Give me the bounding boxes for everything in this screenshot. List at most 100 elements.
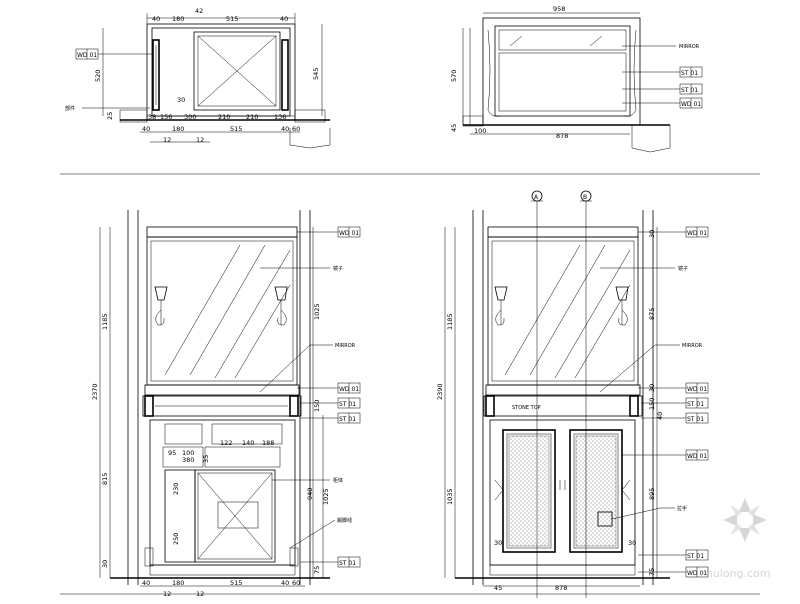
- bottom-right-elevation: A B STONE TOP: [436, 190, 709, 598]
- bottom-right-tag-5: ST 01: [687, 553, 704, 560]
- top-left-tag-wd: WD 01: [77, 52, 97, 59]
- bottom-left-inner-8: 380: [182, 456, 194, 464]
- top-left-dim-bot2-1: 180: [172, 125, 184, 133]
- bottom-left-tag-4: ST 01: [339, 560, 356, 567]
- top-left-dim-bot-2: 300: [184, 113, 196, 121]
- top-left-note: 部件: [65, 105, 75, 112]
- top-left-dim-left-low: 25: [106, 112, 114, 120]
- bottom-left-sconce-left: [154, 286, 168, 326]
- bottom-right-note-mirror: 镜子: [678, 265, 688, 272]
- top-left-dim-bot3-0: 12: [163, 136, 171, 144]
- bottom-left-dim-right-3: 940: [306, 488, 314, 500]
- bottom-right-door-right: [569, 429, 623, 553]
- watermark-text: zhulong.com: [700, 567, 770, 580]
- bottom-left-inner-4: 100: [182, 449, 194, 457]
- top-right-note: MIRROR: [679, 44, 700, 50]
- bottom-left-inner-6: 230: [172, 483, 180, 495]
- bottom-right-sconce-left: [494, 286, 508, 326]
- bottom-left-inner-1: 140: [242, 439, 254, 447]
- bottom-left-dim-bot-4: 60: [292, 579, 300, 587]
- top-left-dim-top-1: 40: [152, 15, 160, 23]
- bottom-left-dim-bot-3: 40: [281, 579, 289, 587]
- top-right-dim-bot-1: 878: [556, 132, 568, 140]
- top-left-dim-bot2-0: 40: [142, 125, 150, 133]
- bottom-right-dim-left-0: 1185: [446, 313, 454, 330]
- bottom-right-dim-left-1: 2390: [436, 383, 444, 400]
- bottom-left-dim-bot-2: 515: [230, 579, 242, 587]
- bottom-right-tag-1: WD 01: [687, 386, 707, 393]
- top-left-dim-bot-3: 210: [218, 113, 230, 121]
- bottom-left-dim-right-4: 1025: [322, 488, 330, 505]
- bottom-left-dim-left-3: 30: [101, 560, 109, 568]
- top-right-dim-low: 45: [450, 124, 458, 132]
- top-left-dim-bot3-1: 12: [196, 136, 204, 144]
- bottom-left-dim-bot-0: 40: [142, 579, 150, 587]
- top-right-dim-top: 958: [553, 5, 565, 13]
- bottom-left-note-mirror: 镜子: [333, 265, 343, 272]
- bottom-right-dim-right-5: 895: [648, 488, 656, 500]
- bottom-right-note-frame: MIRROR: [682, 343, 703, 349]
- bottom-left-tag-2: ST 01: [339, 401, 356, 408]
- bottom-left-note-base: 踢脚线: [337, 517, 352, 524]
- top-right-tag-st1: ST 01: [681, 70, 698, 77]
- top-left-dim-top-2: 180: [172, 15, 184, 23]
- top-left-dim-mid: 30: [177, 96, 185, 104]
- bottom-left-tag-3: ST 01: [339, 416, 356, 423]
- bottom-left-dim-left-2: 815: [101, 473, 109, 485]
- top-right-tag-wd: WD 01: [681, 101, 701, 108]
- bottom-right-dim-right-3: 150: [648, 398, 656, 410]
- bottom-left-tag-0: WD 01: [339, 230, 359, 237]
- bottom-right-tag-3: ST 01: [687, 416, 704, 423]
- bottom-left-dim-bot2-0: 12: [163, 590, 171, 598]
- top-left-dim-bot-4: 210: [246, 113, 258, 121]
- top-left-dim-bot2-3: 40: [281, 125, 289, 133]
- bottom-left-note-frame: MIRROR: [335, 343, 356, 349]
- bottom-left-tag-1: WD 01: [339, 386, 359, 393]
- top-right-dim-height: 570: [450, 70, 458, 82]
- bottom-right-door-left: [502, 429, 556, 553]
- bottom-left-inner-7: 250: [172, 533, 180, 545]
- bottom-left-dim-left-0: 1185: [101, 313, 109, 330]
- bottom-right-dim-right-0: 30: [648, 230, 656, 238]
- bottom-left-inner-5: 35: [202, 455, 210, 463]
- bottom-right-dim-bot-1: 878: [555, 584, 567, 592]
- bottom-right-sconce-right: [615, 286, 629, 326]
- bottom-right-tag-4: WD 01: [687, 453, 707, 460]
- top-right-dim-bot-0: 100: [474, 127, 486, 135]
- bottom-right-note-dim-a: 30: [494, 539, 502, 547]
- svg-text:B: B: [583, 194, 587, 201]
- top-right-elevation: 958 570 45 100 878 MIRROR ST 01 ST 01: [450, 5, 703, 153]
- bottom-right-note-handle: 拉手: [677, 505, 687, 512]
- bottom-left-inner-2: 188: [262, 439, 274, 447]
- bottom-right-dim-right-4: 40: [656, 412, 664, 420]
- bottom-left-dim-bot-1: 180: [172, 579, 184, 587]
- top-left-dim-bot-0: 38: [148, 113, 156, 121]
- top-left-dim-height-right: 545: [312, 68, 320, 80]
- bottom-right-note-dim-b: 30: [628, 539, 636, 547]
- bottom-left-inner-0: 122: [220, 439, 232, 447]
- bottom-left-note-cab: 柜体: [333, 477, 343, 484]
- bottom-right-tag-6: WD 01: [687, 570, 707, 577]
- top-right-tag-st2: ST 01: [681, 87, 698, 94]
- top-left-dim-top-0: 42: [195, 7, 203, 15]
- bottom-right-note-top: STONE TOP: [512, 405, 541, 411]
- bottom-left-sconce-right: [274, 286, 288, 326]
- top-left-dim-bot2-4: 60: [292, 125, 300, 133]
- bottom-left-inner-3: 95: [168, 449, 176, 457]
- bottom-left-dim-left-1: 2370: [91, 383, 99, 400]
- bottom-left-dim-right-2: 150: [313, 400, 321, 412]
- top-left-elevation: 42 40 180 515 40 520 25 545 WD 01: [65, 7, 331, 149]
- bottom-right-tag-2: ST 01: [687, 401, 704, 408]
- bottom-left-dim-right-5: 75: [313, 566, 321, 574]
- bottom-right-dim-left-2: 1035: [446, 488, 454, 505]
- top-left-dim-bot2-2: 515: [230, 125, 242, 133]
- watermark: zhulong.com: [700, 498, 770, 580]
- bottom-left-elevation: 2370 1185 815 30 1025 150 940 1025 75 12…: [91, 210, 361, 598]
- bottom-left-dim-bot2-1: 12: [196, 590, 204, 598]
- top-left-dim-bot-1: 156: [160, 113, 172, 121]
- top-left-dim-height-left: 520: [94, 70, 102, 82]
- top-left-dim-top-3: 515: [226, 15, 238, 23]
- bottom-right-dim-right-1: 875: [648, 308, 656, 320]
- top-left-dim-top-4: 40: [280, 15, 288, 23]
